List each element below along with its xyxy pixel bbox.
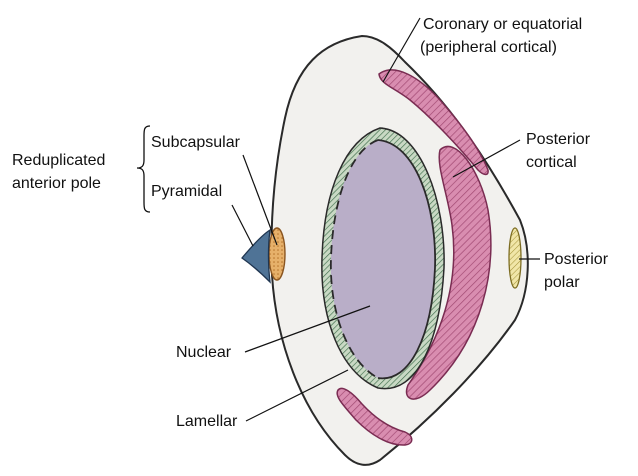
label-nuclear: Nuclear	[176, 344, 232, 361]
label-subcapsular: Subcapsular	[151, 134, 241, 151]
pyramidal-opacity	[242, 230, 270, 282]
label-posterior-cortical-line1: Posterior	[526, 131, 591, 148]
label-lamellar: Lamellar	[176, 413, 238, 430]
label-posterior-cortical-line2: cortical	[526, 154, 577, 171]
subcapsular-opacity	[269, 228, 285, 280]
leader-subcapsular	[243, 155, 277, 245]
label-coronary-line1: Coronary or equatorial	[423, 16, 582, 33]
label-reduplicated-line2: anterior pole	[12, 175, 101, 192]
leader-pyramidal	[232, 205, 253, 246]
anterior-pole-brace	[137, 126, 150, 212]
posterior-polar-opacity	[509, 228, 521, 288]
label-reduplicated-line1: Reduplicated	[12, 152, 105, 169]
label-posterior-polar-line2: polar	[544, 274, 580, 291]
label-pyramidal: Pyramidal	[151, 183, 222, 200]
label-coronary-line2: (peripheral cortical)	[420, 39, 557, 56]
label-posterior-polar-line1: Posterior	[544, 251, 609, 268]
